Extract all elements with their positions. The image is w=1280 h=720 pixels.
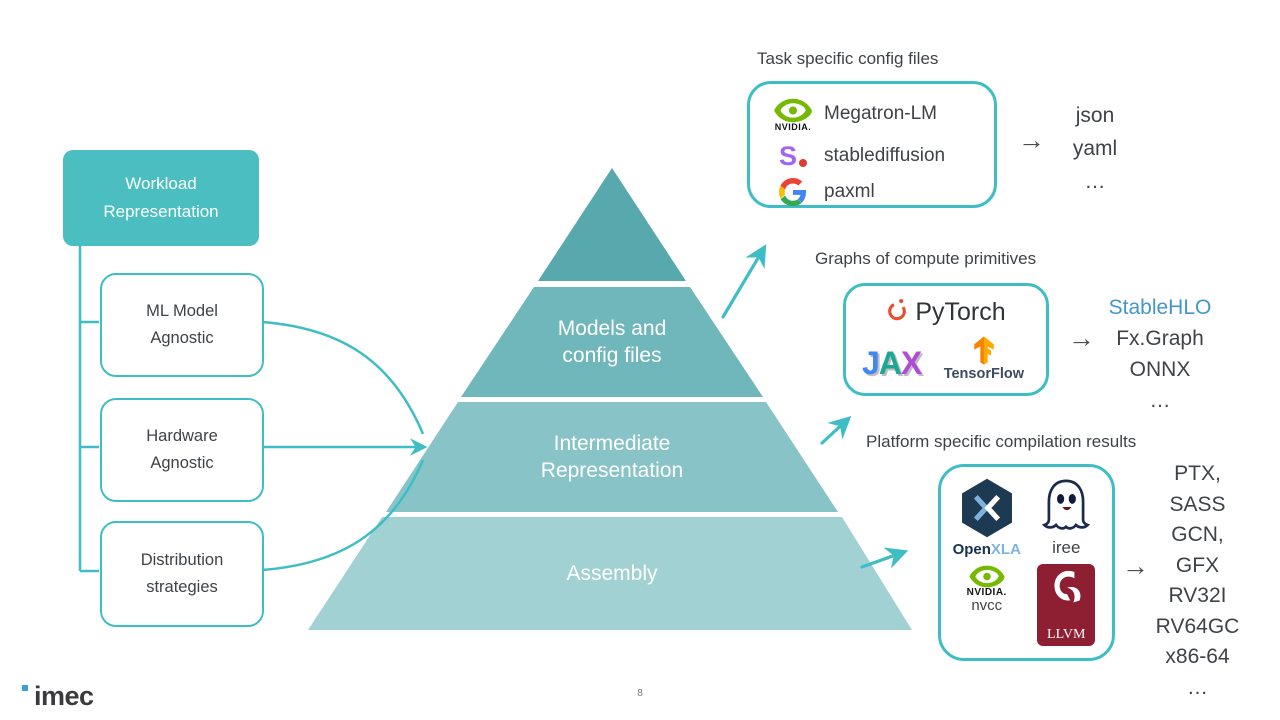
output-x86: x86-64 (1165, 645, 1230, 668)
openxla-logo: OpenXLA (953, 477, 1021, 558)
pyramid-label-assembly: Assembly (566, 562, 658, 585)
page-number: 8 (637, 688, 643, 699)
pytorch-row: PyTorch (846, 296, 1046, 328)
output-stablehlo: StableHLO (1108, 296, 1212, 319)
iree-logo: iree (1039, 477, 1093, 558)
iree-ghost-icon (1042, 479, 1091, 530)
jax-logo: JAX (862, 345, 922, 381)
tensorflow-icon (974, 336, 994, 365)
iree-label: iree (1052, 538, 1081, 557)
pyramid-to-cards-arrows (721, 244, 909, 569)
output-json: json (1075, 104, 1115, 127)
output-sass: SASS (1169, 492, 1226, 516)
stability-ai-logo-icon: S (778, 140, 807, 171)
left-connector-tree (78, 246, 99, 573)
output-fxgraph: Fx.Graph (1116, 327, 1204, 350)
openxla-label-xla: XLA (990, 541, 1021, 558)
imec-logo-square (22, 685, 28, 691)
stablediffusion-row: S stablediffusion (762, 138, 986, 174)
output-ellipsis: … (1187, 675, 1208, 699)
pyramid-label-models: Models and config files (557, 317, 667, 367)
output-gfx: GFX (1175, 553, 1220, 577)
output-ellipsis: … (1149, 389, 1171, 412)
pyramid-layer-models (461, 287, 763, 397)
ml-model-agnostic-box: ML Model Agnostic (100, 273, 264, 377)
pyramid-layer-assembly (308, 517, 912, 630)
group2-arrow: → (1068, 323, 1095, 353)
llvm-dragon-icon (1054, 570, 1081, 603)
output-onnx: ONNX (1129, 358, 1191, 381)
nvidia-wordmark: NVIDIA. (774, 121, 812, 132)
imec-wordmark: imec (34, 681, 94, 711)
pyramid-layer-intermediate (386, 402, 838, 512)
megatron-row: NVIDIA. Megatron-LM (762, 90, 986, 138)
workload-representation-box: Workload Representation (63, 150, 259, 246)
output-ellipsis: … (1084, 170, 1106, 193)
hardware-agnostic-box: Hardware Agnostic (100, 398, 264, 502)
nvidia-wordmark: NVIDIA. (966, 587, 1007, 598)
tensorflow-label: TensorFlow (943, 366, 1024, 382)
group3-arrow: → (1122, 551, 1149, 581)
distribution-strategies-box: Distribution strategies (100, 521, 264, 627)
stablediffusion-label: stablediffusion (824, 145, 946, 166)
google-logo-icon (762, 178, 824, 206)
openxla-icon (961, 478, 1012, 538)
paxml-label: paxml (824, 181, 875, 202)
megatron-label: Megatron-LM (824, 103, 937, 124)
compilers-card: OpenXLA iree NVIDIA. nvcc (938, 464, 1115, 661)
output-rv32i: RV32I (1168, 584, 1227, 607)
pytorch-label: PyTorch (915, 297, 1006, 326)
nvidia-logo-icon: NVIDIA. (762, 97, 824, 132)
group1-outputs: json yaml … (1050, 99, 1140, 198)
pytorch-flame-icon (886, 296, 908, 328)
group3-outputs: PTX, SASS GCN, GFX RV32I RV64GC x86-64 … (1140, 459, 1255, 703)
group3-heading: Platform specific compilation results (866, 432, 1137, 451)
nvcc-logo: NVIDIA. nvcc (967, 564, 1007, 646)
output-yaml: yaml (1072, 137, 1118, 160)
pyramid-label-intermediate: Intermediate Representation (540, 432, 684, 482)
llvm-logo: LLVM (1037, 564, 1096, 646)
tensorflow-logo: TensorFlow (944, 336, 1024, 382)
output-ptx: PTX, (1174, 462, 1221, 485)
converge-connectors (261, 320, 428, 572)
output-gcn: GCN, (1171, 523, 1224, 546)
group1-arrow: → (1018, 125, 1045, 155)
stability-s: S (778, 140, 797, 171)
nvidia-icon (969, 565, 1005, 588)
openxla-label-open: Open (952, 541, 991, 558)
imec-logo: imec (22, 681, 94, 712)
nvcc-label: nvcc (971, 597, 1003, 614)
stability-dot (799, 158, 807, 167)
group1-heading: Task specific config files (757, 49, 939, 68)
group2-heading: Graphs of compute primitives (815, 249, 1037, 268)
config-files-card: NVIDIA. Megatron-LM S stablediffusion (747, 81, 997, 208)
output-rv64gc: RV64GC (1155, 614, 1240, 638)
group2-outputs: StableHLO Fx.Graph ONNX … (1098, 292, 1222, 416)
frameworks-card: PyTorch JAX TensorFlow (843, 283, 1049, 396)
llvm-label: LLVM (1047, 627, 1086, 642)
pyramid-layer-top (538, 168, 686, 281)
llvm-badge: LLVM (1037, 564, 1096, 646)
paxml-row: paxml (762, 174, 986, 210)
